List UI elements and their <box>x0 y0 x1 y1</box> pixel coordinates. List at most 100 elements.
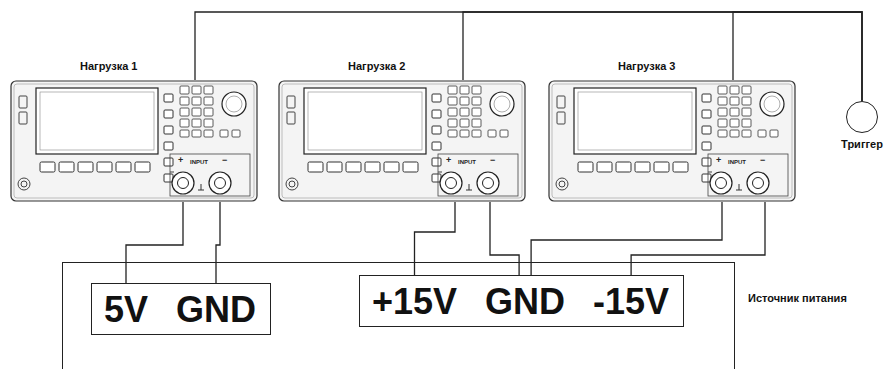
instrument-detail <box>635 162 650 172</box>
instrument-detail <box>742 130 751 137</box>
electronic-load: Нагрузка 1+INPUT− <box>10 80 258 202</box>
instrument-detail <box>718 130 727 137</box>
instrument-detail <box>36 88 158 154</box>
instrument-detail <box>730 86 739 94</box>
instrument-detail <box>304 88 426 154</box>
electronic-load: Нагрузка 2+INPUT− <box>278 80 526 202</box>
electronic-load-illustration <box>548 80 796 202</box>
instrument-detail <box>574 88 696 154</box>
instrument-detail <box>289 181 295 187</box>
instrument-detail <box>279 81 525 201</box>
instrument-detail <box>204 108 213 116</box>
instrument-detail <box>164 94 173 102</box>
trigger-label: Триггер <box>841 138 883 150</box>
instrument-detail <box>472 108 481 116</box>
instrument-detail <box>287 112 295 124</box>
instrument-detail <box>432 94 441 102</box>
instrument-detail <box>192 130 201 137</box>
instrument-detail <box>19 112 27 124</box>
instrument-detail <box>472 130 481 137</box>
instrument-detail <box>346 162 361 172</box>
instrument-detail <box>549 81 795 201</box>
instrument-detail <box>403 162 418 172</box>
instrument-detail <box>286 178 298 190</box>
instrument-detail <box>764 96 780 112</box>
load-heading: Нагрузка 2 <box>348 60 405 72</box>
instrument-detail <box>40 162 55 172</box>
instrument-detail <box>488 130 496 137</box>
instrument-detail <box>673 162 688 172</box>
power-wire <box>631 202 765 275</box>
instrument-detail <box>466 190 472 191</box>
terminal-label: − <box>222 156 227 165</box>
instrument-detail <box>222 92 246 116</box>
instrument-detail <box>204 86 213 94</box>
instrument-detail <box>448 119 457 127</box>
instrument-detail <box>40 92 154 150</box>
instrument-detail <box>97 162 112 172</box>
trigger-circle: Триггер <box>846 101 878 133</box>
instrument-detail <box>432 110 441 118</box>
instrument-detail <box>170 172 174 173</box>
instrument-detail <box>384 162 399 172</box>
instrument-detail <box>192 86 201 94</box>
instrument-detail <box>472 86 481 94</box>
instrument-detail <box>742 119 751 127</box>
terminal-label: INPUT <box>728 159 746 165</box>
instrument-detail <box>164 126 173 134</box>
terminal-name: -15V <box>593 282 669 322</box>
instrument-detail <box>552 84 792 198</box>
instrument-detail <box>18 178 30 190</box>
instrument-detail <box>438 172 442 173</box>
instrument-detail <box>556 178 568 190</box>
instrument-detail <box>742 86 751 94</box>
instrument-detail <box>483 178 494 189</box>
instrument-detail <box>180 97 189 105</box>
instrument-detail <box>59 162 74 172</box>
instrument-detail <box>164 158 173 166</box>
power-supply-box: Источник питания5VGND+15VGND-15V <box>62 262 735 369</box>
power-wire <box>126 202 183 283</box>
instrument-detail <box>753 178 764 189</box>
instrument-detail <box>616 162 631 172</box>
instrument-detail <box>702 142 711 150</box>
instrument-detail <box>432 142 441 150</box>
instrument-detail <box>472 97 481 105</box>
instrument-detail <box>180 119 189 127</box>
terminal-label: + <box>446 156 451 165</box>
load-heading: Нагрузка 1 <box>80 60 137 72</box>
power-wire <box>490 202 519 275</box>
instrument-detail <box>78 162 93 172</box>
instrument-detail <box>201 184 202 190</box>
instrument-detail <box>718 86 727 94</box>
instrument-detail <box>494 96 510 112</box>
instrument-detail <box>702 126 711 134</box>
power-wire <box>415 202 456 275</box>
instrument-detail <box>198 190 204 191</box>
instrument-detail <box>204 130 213 137</box>
instrument-detail <box>282 84 522 198</box>
terminal-label: INPUT <box>458 159 476 165</box>
terminal-label: − <box>490 156 495 165</box>
instrument-detail <box>730 119 739 127</box>
terminal-name: GND <box>176 290 256 330</box>
instrument-detail <box>730 108 739 116</box>
instrument-detail <box>557 112 565 124</box>
instrument-detail <box>432 126 441 134</box>
wire-line <box>415 202 456 275</box>
instrument-detail <box>232 130 240 137</box>
input-terminal <box>209 172 231 194</box>
instrument-detail <box>446 178 457 189</box>
instrument-detail <box>578 162 593 172</box>
instrument-detail <box>578 92 692 150</box>
instrument-detail <box>448 97 457 105</box>
instrument-detail <box>308 162 323 172</box>
wire-line <box>631 202 765 275</box>
instrument-detail <box>770 130 778 137</box>
instrument-detail <box>135 162 150 172</box>
terminal-label: + <box>178 156 183 165</box>
instrument-detail <box>742 97 751 105</box>
instrument-detail <box>654 162 669 172</box>
instrument-detail <box>559 181 565 187</box>
instrument-detail <box>469 184 470 190</box>
